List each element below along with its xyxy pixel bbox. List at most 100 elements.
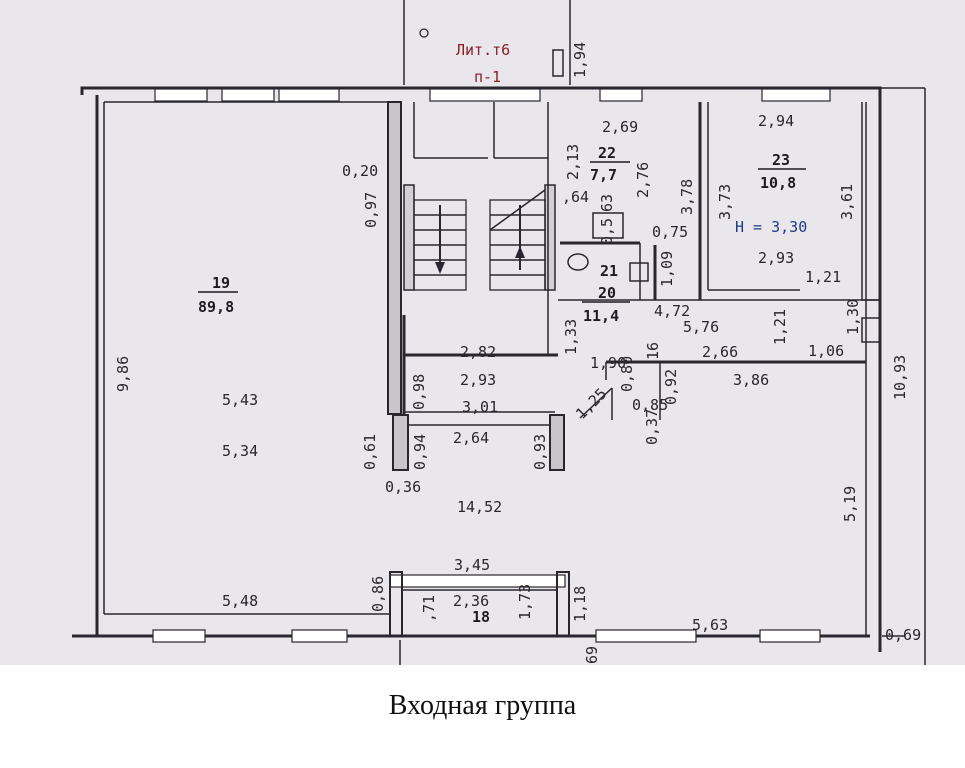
- dim-label: 0,61: [361, 434, 379, 470]
- dim-label: 0,36: [385, 478, 421, 496]
- dim-label: 3,61: [838, 184, 856, 220]
- dim-label: 1,94: [571, 42, 589, 78]
- room-area: 11,4: [583, 307, 619, 325]
- stair-arrow: [515, 246, 525, 258]
- dim-label: 1,21: [771, 309, 789, 345]
- marker-circle: [419, 28, 429, 38]
- dim-label: 3,73: [716, 184, 734, 220]
- room-number: 18: [472, 608, 490, 626]
- dim-label: 14,52: [457, 498, 502, 516]
- dim-label: 1,09: [658, 251, 676, 287]
- room-number: 21: [600, 262, 618, 280]
- dim-label: 0,69: [885, 626, 921, 644]
- dim-label: 1,33: [562, 319, 580, 355]
- dim-label: 0,37: [643, 409, 661, 445]
- dim-label: 0,20: [342, 162, 378, 180]
- dim-label: 1,21: [805, 268, 841, 286]
- dim-label: 2,76: [634, 162, 652, 198]
- dim-label: 63: [598, 194, 616, 212]
- dim-label: 0,98: [410, 374, 428, 410]
- dim-label: 1,25: [572, 385, 610, 423]
- dim-label: 5,19: [841, 486, 859, 522]
- dim-label: 1,90: [590, 354, 626, 372]
- dim-label: 1,73: [516, 584, 534, 620]
- dim-label: 69: [583, 646, 601, 664]
- room-number: 19: [212, 274, 230, 292]
- dim-label: 5,43: [222, 391, 258, 409]
- window: [278, 88, 340, 102]
- room-number: 22: [598, 144, 616, 162]
- outer-wall-top: [80, 86, 882, 652]
- window: [429, 88, 541, 102]
- wall-column: [556, 571, 570, 637]
- dim-label: ,64: [562, 188, 589, 206]
- window: [759, 629, 821, 643]
- window: [291, 629, 348, 643]
- room-number: 23: [772, 151, 790, 169]
- dim-label: 5,34: [222, 442, 258, 460]
- section-label: п-1: [474, 68, 501, 86]
- column-mark: [861, 317, 881, 343]
- fixture: [629, 262, 649, 282]
- window: [154, 88, 208, 102]
- dim-label: 16: [644, 342, 662, 360]
- stair-arrow: [435, 262, 445, 274]
- floor-plan: Лит.т6 п-1 1,94 19 89,8 22 7,7 23 10,8 2…: [0, 0, 965, 665]
- wall-column: [403, 184, 415, 291]
- dim-label: 5,76: [683, 318, 719, 336]
- floor-plan-drawing: Лит.т6 п-1 1,94 19 89,8 22 7,7 23 10,8 2…: [72, 0, 926, 665]
- dim-label: 0,94: [411, 434, 429, 470]
- dim-label: 1,18: [571, 586, 589, 622]
- dim-label: 0,85: [632, 396, 668, 414]
- window: [389, 574, 566, 588]
- window: [599, 88, 643, 102]
- dim-label: 2,94: [758, 112, 794, 130]
- room-number: 20: [598, 284, 616, 302]
- dim-label: 2,13: [564, 144, 582, 180]
- dim-label: 1,06: [808, 342, 844, 360]
- dim-label: 5,48: [222, 592, 258, 610]
- dim-label: 3,01: [462, 398, 498, 416]
- caption: Входная группа: [388, 690, 577, 721]
- dim-label: 0,5: [598, 218, 616, 245]
- dim-label: 4,72: [654, 302, 690, 320]
- door-swing: [579, 387, 613, 419]
- column-mark: [552, 49, 564, 77]
- dim-label: 0,80: [618, 356, 636, 392]
- dim-label: 2,93: [460, 371, 496, 389]
- stair-diagonal: [489, 189, 546, 231]
- dim-label: 5,63: [692, 616, 728, 634]
- dim-label: 2,93: [758, 249, 794, 267]
- wall-column: [392, 414, 409, 471]
- dim-label: 3,86: [733, 371, 769, 389]
- litera-label: Лит.т6: [456, 41, 510, 59]
- dim-label: 0,93: [531, 434, 549, 470]
- dim-label: 2,64: [453, 429, 489, 447]
- wall-column: [544, 184, 556, 291]
- window: [595, 629, 697, 643]
- sink-fixture: [592, 212, 624, 239]
- room-area: 89,8: [198, 298, 234, 316]
- dim-label: 3,78: [678, 179, 696, 215]
- dim-label: 3,45: [454, 556, 490, 574]
- wall-column: [549, 414, 565, 471]
- window: [152, 629, 206, 643]
- dim-label: 2,66: [702, 343, 738, 361]
- wall-column: [387, 101, 402, 415]
- room-area: 7,7: [590, 166, 617, 184]
- dim-label: ,71: [420, 595, 438, 622]
- dim-label: 0,86: [369, 576, 387, 612]
- window: [761, 88, 831, 102]
- dim-label: 10,93: [891, 355, 909, 400]
- dim-label: 2,69: [602, 118, 638, 136]
- window: [221, 88, 275, 102]
- dim-label: 0,75: [652, 223, 688, 241]
- dim-label: 9,86: [114, 356, 132, 392]
- dim-label: 2,82: [460, 343, 496, 361]
- dim-label: 0,92: [662, 369, 680, 405]
- dim-label: 0,97: [362, 192, 380, 228]
- height-label: Н = 3,30: [735, 218, 807, 236]
- wall-column: [389, 571, 403, 637]
- toilet-fixture: [567, 253, 589, 271]
- dim-label: 2,36: [453, 592, 489, 610]
